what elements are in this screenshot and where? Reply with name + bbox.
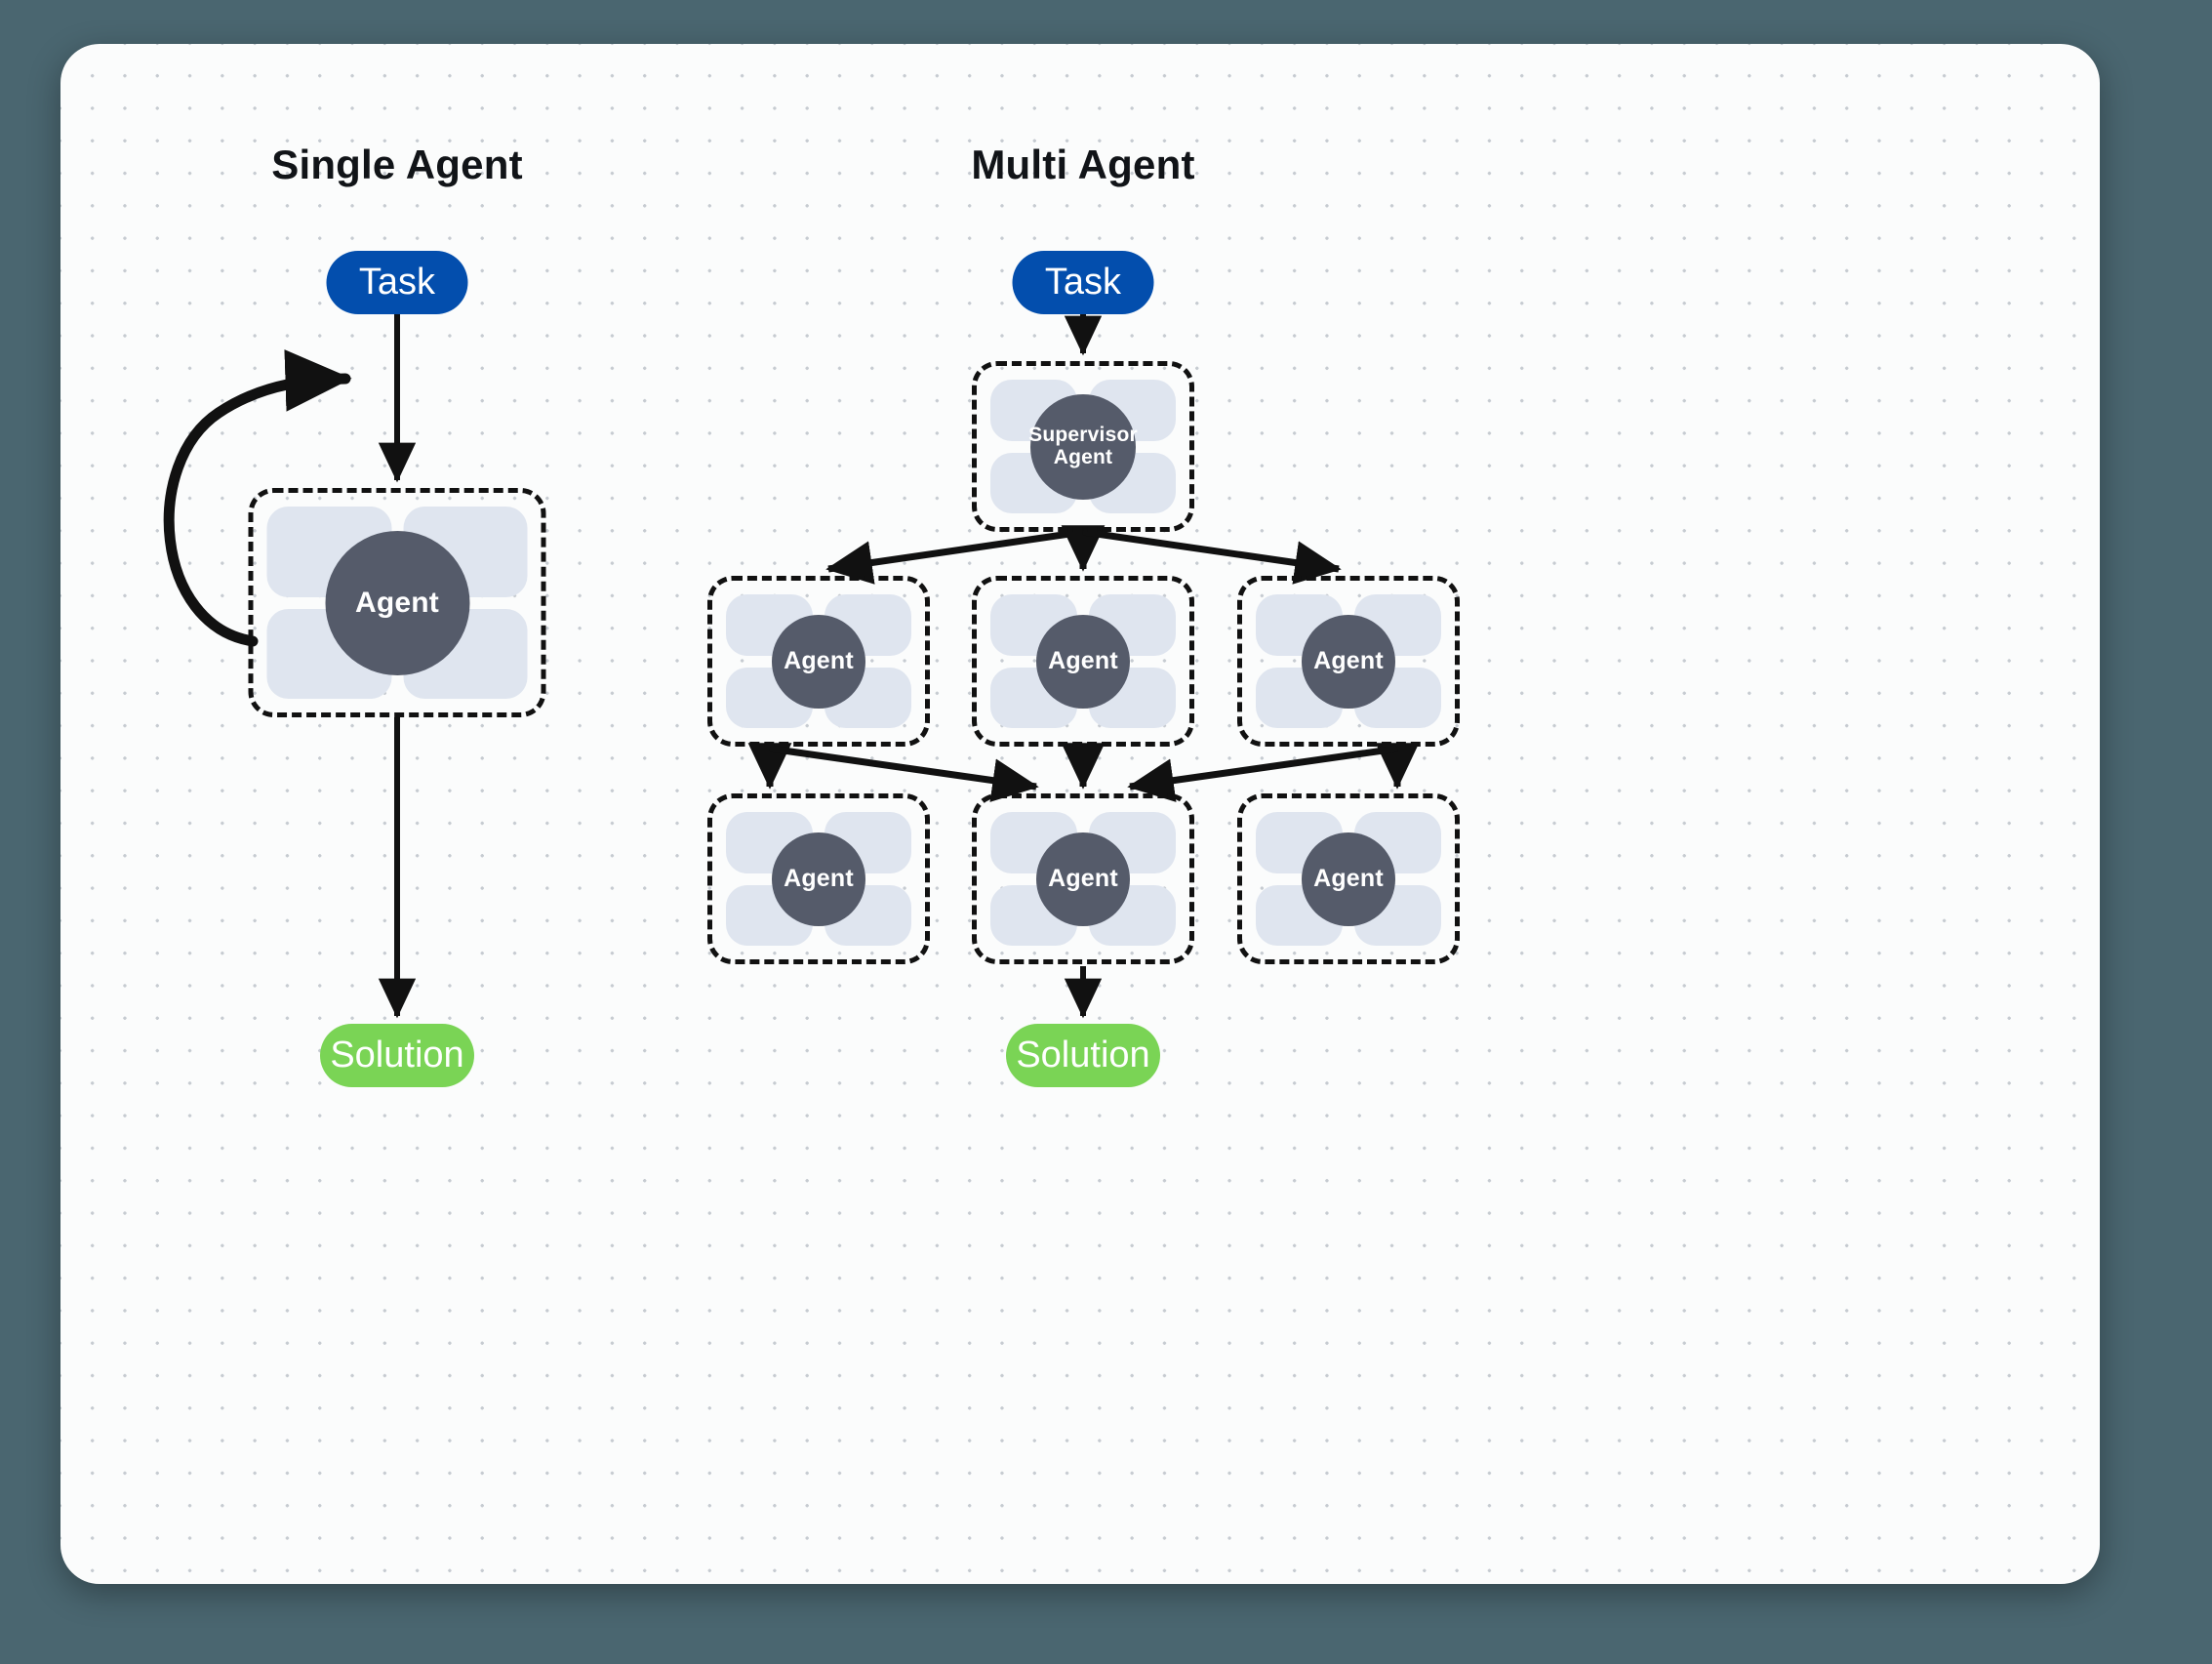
solution-pill-single[interactable]: Solution [320,1024,474,1087]
task-label: Task [1044,262,1122,303]
diagram-card: Single Agent Multi Agent [60,44,2100,1584]
column-title-multi-agent: Multi Agent [971,142,1195,187]
agent-node-row1-center[interactable]: Agent [972,576,1194,747]
agent-circle-row1-right: Agent [1302,614,1395,709]
agent-label: Agent [784,865,854,893]
agent-label: Agent [1313,865,1384,893]
edge-row1-left-to-center [769,745,1039,802]
agent-circle-row2-right: Agent [1302,832,1395,926]
agent-label: Agent [1048,865,1118,893]
agent-circle-row1-center: Agent [1036,614,1130,709]
agent-circle-row2-center: Agent [1036,832,1130,926]
task-pill-multi[interactable]: Task [1012,251,1154,314]
agent-node-single[interactable]: Agent [248,488,546,717]
task-pill-single[interactable]: Task [326,251,468,314]
supervisor-label-line1: Supervisor [1028,424,1138,447]
supervisor-label-line2: Agent [1053,445,1113,468]
agent-node-row2-center[interactable]: Agent [972,793,1194,964]
agent-label: Agent [784,647,854,675]
agent-circle-single: Agent [325,530,469,675]
agent-circle-row2-left: Agent [772,832,865,926]
solution-label: Solution [330,1035,464,1076]
column-title-single-agent: Single Agent [271,142,523,187]
solution-pill-multi[interactable]: Solution [1006,1024,1160,1087]
edge-supervisor-to-agent-left [825,528,1084,585]
solution-label: Solution [1016,1035,1150,1076]
agent-label: Agent [355,586,439,619]
edge-supervisor-to-agent-right [1082,528,1342,585]
agent-label: Agent [1048,647,1118,675]
agent-circle-row1-left: Agent [772,614,865,709]
edge-row1-right-to-center [1127,745,1398,802]
agent-node-row1-right[interactable]: Agent [1237,576,1460,747]
supervisor-agent-node[interactable]: Supervisor Agent [972,361,1194,532]
agent-label: Agent [1313,647,1384,675]
supervisor-agent-circle: Supervisor Agent [1028,393,1138,500]
agent-node-row1-left[interactable]: Agent [707,576,930,747]
task-label: Task [358,262,436,303]
agent-node-row2-right[interactable]: Agent [1237,793,1460,964]
agent-node-row2-left[interactable]: Agent [707,793,930,964]
